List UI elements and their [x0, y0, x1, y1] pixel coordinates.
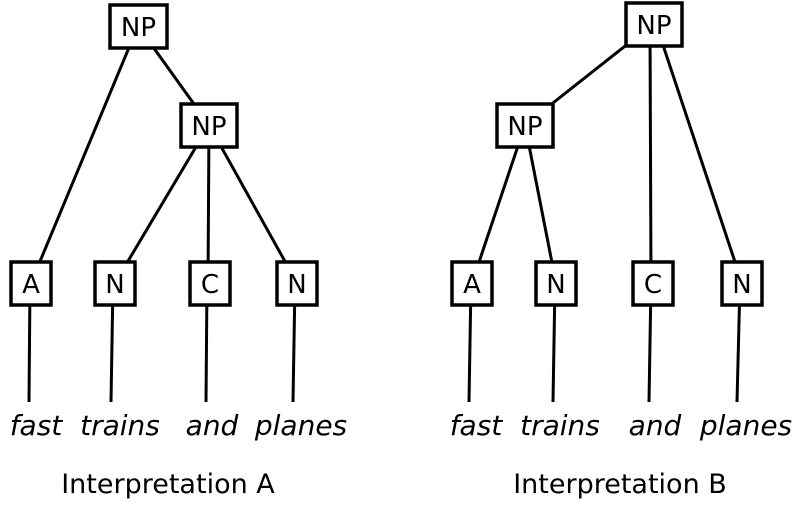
word-a-planes: planes [254, 409, 347, 442]
node-a-leaf-n1: N [93, 260, 137, 307]
edge-a-inner-to-n2 [207, 124, 299, 284]
word-a-and: and [186, 409, 239, 442]
node-b-root-np: NP [624, 1, 684, 48]
node-b-leaf-c: C [631, 260, 675, 307]
tree-interpretation-b: NP NP A N C N fast [450, 1, 792, 500]
node-b-leaf-n1-label: N [546, 270, 565, 300]
node-a-leaf-n1-label: N [105, 270, 124, 300]
word-a-fast: fast [10, 409, 64, 442]
node-a-root-np: NP [108, 3, 169, 50]
edge-b-root-to-n2 [654, 23, 744, 284]
word-b-trains: trains [520, 409, 600, 442]
node-b-inner-np: NP [495, 102, 555, 149]
node-a-leaf-c-label: C [201, 270, 219, 300]
edge-b-inner-to-n1 [523, 124, 558, 284]
node-b-leaf-n2-label: N [732, 270, 751, 300]
node-a-inner-np: NP [179, 102, 239, 149]
word-b-planes: planes [699, 409, 792, 442]
node-a-leaf-adj-label: A [22, 270, 40, 300]
node-b-leaf-c-label: C [644, 270, 662, 300]
node-a-leaf-adj: A [9, 260, 53, 307]
word-a-trains: trains [80, 409, 160, 442]
node-b-leaf-adj-label: A [463, 270, 481, 300]
edge-b-root-to-c [648, 23, 653, 284]
caption-interpretation-b: Interpretation B [513, 469, 727, 500]
node-a-leaf-n2-label: N [287, 270, 306, 300]
edge-b-inner-to-adj [470, 124, 527, 284]
node-b-root-np-label: NP [636, 11, 671, 41]
node-b-leaf-adj: A [450, 260, 494, 307]
node-a-root-np-label: NP [121, 13, 156, 43]
word-b-fast: fast [450, 409, 504, 442]
word-b-and: and [629, 409, 682, 442]
edge-a-inner-to-n1 [113, 124, 211, 284]
tree-interpretation-a: NP NP A N C N fast [9, 3, 347, 500]
caption-interpretation-a: Interpretation A [61, 469, 275, 500]
node-a-leaf-c: C [188, 260, 232, 307]
node-a-leaf-n2: N [275, 260, 319, 307]
node-a-inner-np-label: NP [191, 112, 226, 142]
node-b-inner-np-label: NP [507, 112, 542, 142]
edge-a-root-to-adj [29, 25, 140, 284]
node-b-leaf-n1: N [534, 260, 578, 307]
edge-a-inner-to-c [206, 124, 211, 284]
node-b-leaf-n2: N [720, 260, 764, 307]
